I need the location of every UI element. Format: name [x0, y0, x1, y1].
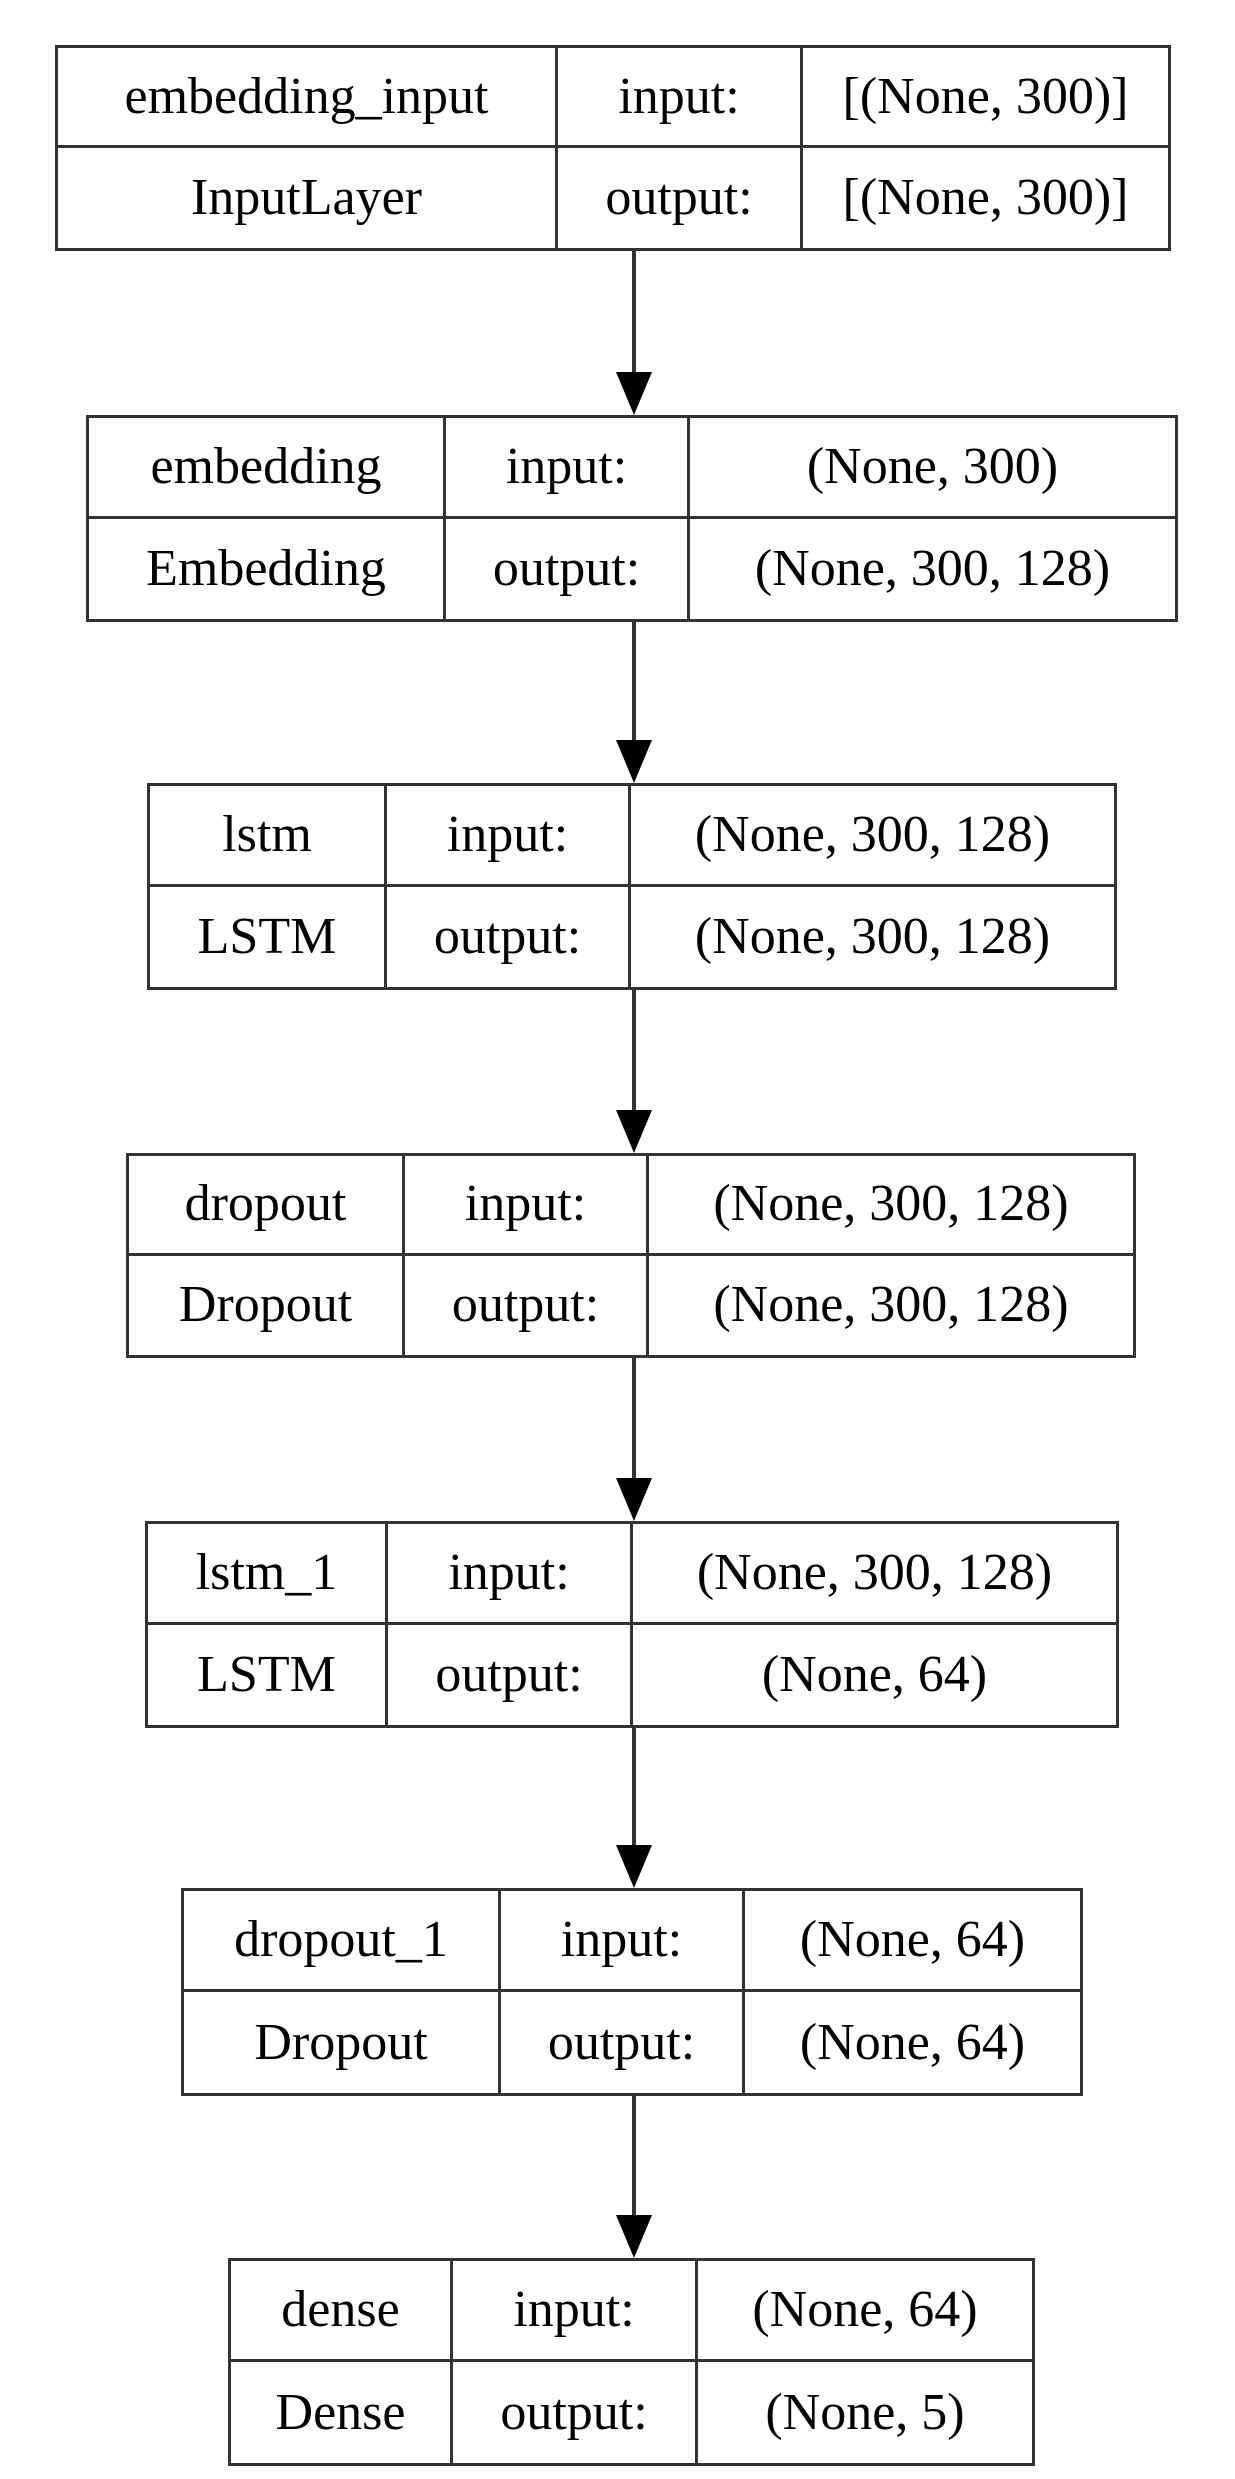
layer-type: LSTM [148, 1624, 388, 1725]
layer-box-lstm: lstm input: (None, 300, 128) LSTM output… [147, 783, 1117, 990]
output-label: output: [558, 148, 803, 248]
layer-name: dropout_1 [184, 1891, 501, 1992]
input-label: input: [405, 1156, 649, 1256]
output-shape: (None, 5) [765, 2383, 965, 2441]
layer-box-dense: dense input: (None, 64) Dense output: (N… [228, 2258, 1035, 2466]
layer-name: lstm_1 [148, 1524, 388, 1625]
layer-box-lstm-1: lstm_1 input: (None, 300, 128) LSTM outp… [145, 1521, 1119, 1728]
output-shape: (None, 300, 128) [754, 539, 1111, 597]
input-label: input: [501, 1891, 745, 1992]
input-label: input: [388, 1524, 633, 1625]
arrow-embedding-input-to-embedding [616, 250, 652, 415]
output-label: output: [446, 518, 690, 619]
layer-type: Dropout [184, 1992, 501, 2093]
output-shape: (None, 300, 128) [713, 1276, 1069, 1334]
input-label: input: [558, 48, 803, 148]
output-shape: (None, 64) [761, 1645, 988, 1703]
output-label: output: [453, 2362, 698, 2463]
layer-box-embedding: embedding input: (None, 300) Embedding o… [86, 415, 1178, 622]
layer-name: lstm [150, 786, 387, 887]
arrow-embedding-to-lstm [616, 622, 652, 783]
layer-name: dense [231, 2261, 453, 2362]
output-label: output: [387, 886, 631, 987]
layer-type: Dense [231, 2362, 453, 2463]
input-label: input: [387, 786, 631, 887]
input-shape: (None, 300, 128) [649, 1156, 1133, 1256]
input-shape: [(None, 300)] [803, 48, 1168, 148]
input-label: input: [446, 418, 690, 519]
output-label: output: [388, 1624, 633, 1725]
layer-name: embedding [89, 418, 446, 519]
layer-name: dropout [129, 1156, 405, 1256]
output-shape: [(None, 300)] [842, 169, 1129, 226]
output-shape: (None, 64) [799, 2013, 1026, 2071]
input-shape: (None, 300) [690, 418, 1175, 519]
input-shape: (None, 64) [745, 1891, 1080, 1992]
layer-type: InputLayer [58, 148, 558, 248]
layer-box-embedding-input: embedding_input input: [(None, 300)] Inp… [55, 45, 1171, 251]
input-label: input: [453, 2261, 698, 2362]
arrow-lstm-1-to-dropout-1 [616, 1728, 652, 1888]
input-shape: (None, 64) [698, 2261, 1032, 2362]
input-shape: (None, 300, 128) [631, 786, 1114, 887]
layer-name: embedding_input [58, 48, 558, 148]
input-shape: (None, 300, 128) [633, 1524, 1116, 1625]
layer-box-dropout-1: dropout_1 input: (None, 64) Dropout outp… [181, 1888, 1083, 2096]
layer-type: Dropout [129, 1255, 405, 1355]
layer-box-dropout: dropout input: (None, 300, 128) Dropout … [126, 1153, 1136, 1358]
output-label: output: [405, 1255, 649, 1355]
output-label: output: [501, 1992, 745, 2093]
layer-type: Embedding [89, 518, 446, 619]
arrow-dropout-1-to-dense [616, 2096, 652, 2258]
output-shape: (None, 300, 128) [694, 907, 1051, 965]
arrow-dropout-to-lstm-1 [616, 1358, 652, 1521]
arrow-lstm-to-dropout [616, 990, 652, 1153]
layer-type: LSTM [150, 886, 387, 987]
